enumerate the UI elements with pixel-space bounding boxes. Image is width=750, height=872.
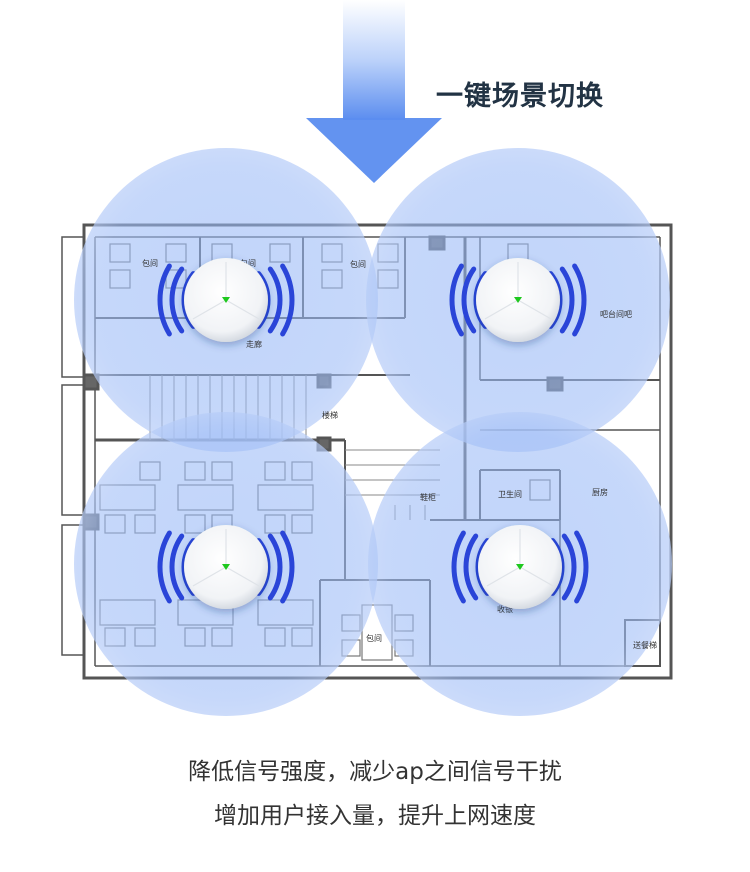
- ceiling-ap-device-icon: [184, 258, 268, 342]
- room-label: 吧台间吧: [600, 309, 632, 319]
- room-label: 楼梯: [322, 410, 338, 420]
- access-point-bottom-left: [157, 525, 295, 609]
- headline: 一键场景切换: [436, 81, 604, 112]
- access-point-bottom-right: [451, 525, 589, 609]
- room-label: 包间: [142, 258, 158, 268]
- access-point-top-left: [157, 258, 295, 342]
- access-point-top-right: [449, 258, 587, 342]
- ceiling-ap-device-icon: [478, 525, 562, 609]
- room-label: 走廊: [246, 339, 262, 349]
- room-label: 包间: [350, 259, 366, 269]
- status-led-icon: [516, 564, 524, 570]
- room-label: 卫生间: [498, 489, 522, 499]
- status-led-icon: [222, 297, 230, 303]
- room-label: 厨房: [592, 487, 608, 497]
- room-label: 包间: [366, 633, 382, 643]
- room-label: 鞋柜: [420, 492, 436, 502]
- access-points: [157, 258, 589, 609]
- caption-line-1: 降低信号强度，减少ap之间信号干扰: [188, 759, 562, 785]
- ceiling-ap-device-icon: [476, 258, 560, 342]
- room-label: 送餐梯: [633, 640, 657, 650]
- coverage-zones: [74, 148, 672, 716]
- room-label: 收银: [497, 604, 513, 614]
- status-led-icon: [514, 297, 522, 303]
- down-arrow-icon: [306, 0, 442, 183]
- status-led-icon: [222, 564, 230, 570]
- ceiling-ap-device-icon: [184, 525, 268, 609]
- caption-line-2: 增加用户接入量，提升上网速度: [214, 803, 536, 829]
- room-label: 包间: [240, 258, 256, 268]
